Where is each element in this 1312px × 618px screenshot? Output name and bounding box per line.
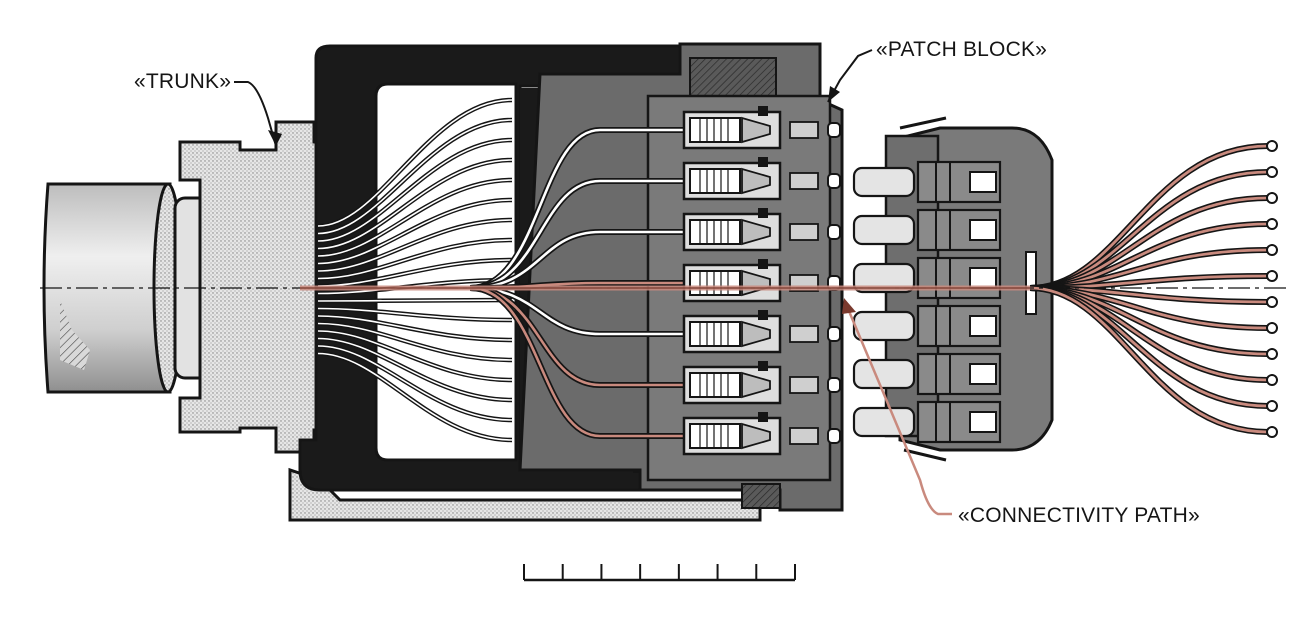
fiber-fan-out	[1029, 140, 1278, 438]
port-pin	[827, 377, 841, 393]
fiber-end	[1266, 348, 1278, 360]
fanout-fiber	[1029, 169, 1269, 291]
trunk-callout: «TRUNK»	[134, 70, 282, 147]
trunk-label: «TRUNK»	[134, 70, 231, 93]
fiber-end	[1266, 296, 1278, 308]
port-pin	[827, 122, 841, 138]
patch-port	[682, 157, 841, 201]
fiber-end	[1266, 166, 1278, 178]
mating-slot	[852, 304, 1002, 348]
mating-slot	[852, 352, 1002, 396]
port-pin	[827, 224, 841, 240]
patch-port	[682, 259, 841, 303]
fiber-end	[1266, 374, 1278, 386]
patch-port	[682, 412, 841, 456]
fiber-end	[1266, 192, 1278, 204]
fiber-end	[1266, 218, 1278, 230]
mating-connector-slots	[852, 160, 1002, 444]
patch-port	[682, 361, 841, 405]
mating-slot	[852, 400, 1002, 444]
mating-slot	[852, 256, 1002, 300]
mating-slot	[852, 160, 1002, 204]
fiber-end	[1266, 244, 1278, 256]
patch-port	[682, 208, 841, 252]
scale-bar	[523, 564, 796, 582]
patch-port	[682, 106, 841, 150]
fiber-end	[1266, 270, 1278, 282]
patch-port-column	[682, 106, 841, 456]
mating-slot	[852, 208, 1002, 252]
patch-block-callout: «PATCH BLOCK»	[827, 38, 1047, 103]
fiber-fan-bundle	[317, 97, 690, 443]
fiber-end	[1266, 426, 1278, 438]
fiber-end	[1266, 140, 1278, 152]
fanout-fiber	[1029, 285, 1269, 409]
port-pin	[827, 326, 841, 342]
port-pin	[827, 428, 841, 444]
fiber-end	[1266, 322, 1278, 334]
connectivity-path-label: «CONNECTIVITY PATH»	[958, 504, 1200, 527]
patch-port	[682, 310, 841, 354]
port-pin	[827, 173, 841, 189]
connectivity-path-callout: «CONNECTIVITY PATH»	[842, 298, 1200, 527]
fiber-end	[1266, 400, 1278, 412]
patch-block-label: «PATCH BLOCK»	[876, 38, 1047, 61]
